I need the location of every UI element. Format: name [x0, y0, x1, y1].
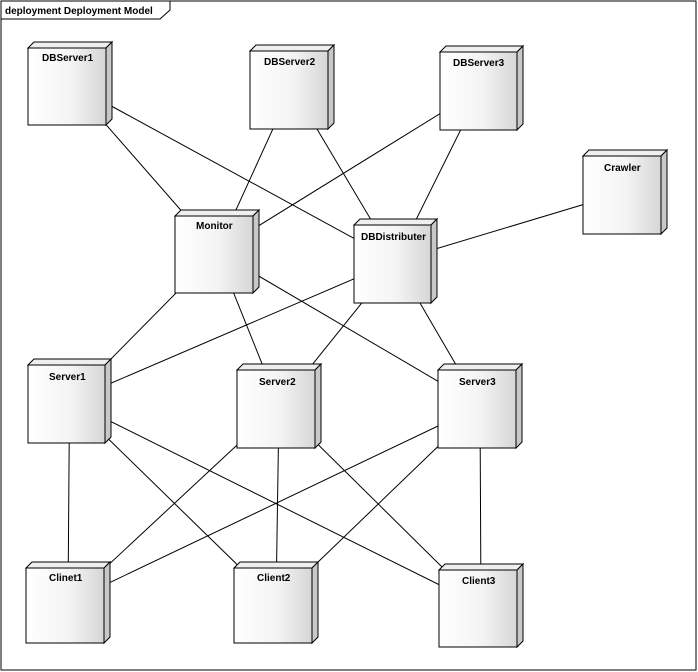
node-side-face — [104, 357, 112, 445]
node-top-face — [173, 209, 261, 217]
nodes-layer: DBServer1 DBServer2 DBServer3CrawlerMonito… — [24, 40, 669, 649]
node-front-face — [439, 51, 518, 131]
node-top-face — [436, 363, 524, 371]
node-side-face — [660, 148, 668, 236]
node-dbdistributer[interactable]: DBDistributer — [352, 217, 439, 305]
node-side-face — [105, 40, 113, 127]
node-monitor[interactable]: Monitor — [173, 208, 261, 295]
node-label-server2: Server2 — [259, 377, 296, 388]
node-top-face — [352, 218, 439, 226]
node-side-face — [103, 560, 111, 645]
node-label-clinet1: Clinet1 — [49, 573, 83, 584]
node-server2[interactable]: Server2 — [235, 362, 323, 450]
node-front-face — [233, 567, 313, 644]
node-dbserver2[interactable]: DBServer2 — [248, 43, 336, 131]
node-side-face — [430, 217, 438, 305]
node-front-face — [437, 369, 517, 449]
node-crawler[interactable]: Crawler — [581, 148, 669, 236]
node-label-crawler: Crawler — [604, 163, 641, 174]
node-front-face — [582, 155, 662, 235]
node-side-face — [252, 208, 260, 295]
node-clinet1[interactable]: Clinet1 — [24, 560, 112, 645]
node-label-server3: Server3 — [459, 377, 496, 388]
connection-dbserver3-monitor — [216, 87, 482, 252]
node-label-dbdistributer: DBDistributer — [361, 232, 426, 243]
node-label-monitor: Monitor — [196, 221, 233, 232]
node-front-face — [25, 567, 105, 644]
node-top-face — [235, 363, 323, 371]
node-side-face — [516, 562, 524, 649]
node-top-face — [26, 358, 113, 366]
node-front-face — [236, 369, 316, 449]
connection-dbdistributer-server1 — [69, 260, 396, 402]
node-front-face — [27, 47, 107, 126]
node-side-face — [311, 560, 319, 645]
node-side-face — [327, 43, 335, 131]
node-side-face — [314, 362, 322, 450]
node-front-face — [27, 364, 106, 444]
connection-monitor-server3 — [216, 251, 481, 407]
connection-dbserver1-dbdistributer — [69, 83, 396, 262]
node-side-face — [516, 44, 524, 132]
node-server3[interactable]: Server3 — [436, 362, 524, 450]
frame-title: deployment Deployment Model — [5, 6, 153, 17]
node-front-face — [174, 215, 254, 294]
node-top-face — [232, 561, 320, 569]
node-label-server1: Server1 — [49, 372, 86, 383]
node-label-client3: Client3 — [462, 576, 496, 587]
node-dbserver3[interactable]: DBServer3 — [438, 44, 525, 132]
node-top-face — [437, 563, 525, 571]
node-top-face — [24, 561, 112, 569]
node-label-dbserver3: DBServer3 — [453, 58, 505, 69]
node-label-dbserver1: DBServer1 — [42, 53, 94, 64]
frame-tab — [0, 0, 171, 20]
node-top-face — [26, 41, 114, 49]
node-dbserver1[interactable]: DBServer1 — [26, 40, 114, 127]
node-top-face — [438, 45, 525, 53]
connection-server3-clinet1 — [67, 405, 481, 603]
node-label-dbserver2: DBServer2 — [264, 57, 316, 68]
node-front-face — [438, 569, 518, 648]
node-server1[interactable]: Server1 — [26, 357, 113, 445]
node-client2[interactable]: Client2 — [232, 560, 320, 645]
node-label-client2: Client2 — [257, 573, 291, 584]
node-top-face — [248, 44, 336, 52]
node-front-face — [353, 224, 432, 304]
node-front-face — [249, 50, 329, 130]
node-top-face — [581, 149, 669, 157]
node-side-face — [515, 362, 523, 450]
node-client3[interactable]: Client3 — [437, 562, 525, 649]
